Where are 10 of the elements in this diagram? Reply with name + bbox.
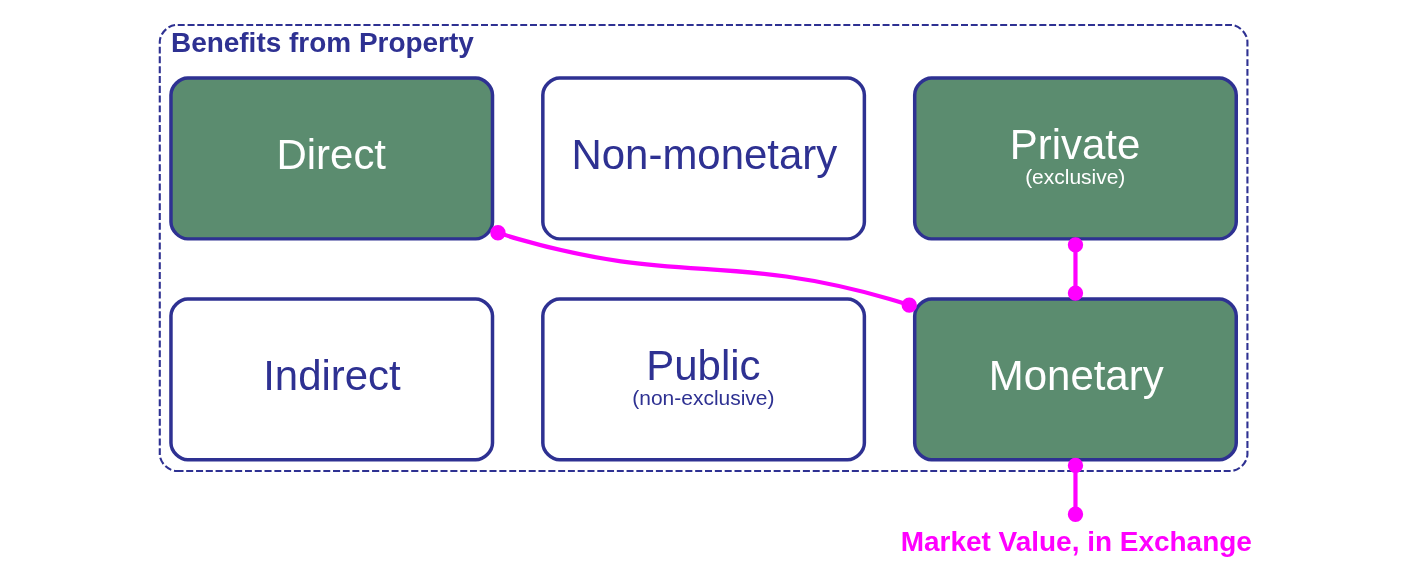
connector — [1067, 457, 1084, 522]
connector — [1067, 237, 1084, 301]
node-box: Non-monetary — [541, 76, 867, 241]
node-box: Public (non-exclusive) — [541, 297, 867, 462]
node-box: Private (exclusive) — [912, 76, 1238, 241]
node-box: Monetary — [912, 297, 1238, 462]
node-text: Market Value, in Exchange — [900, 525, 1252, 557]
node-box: Indirect — [169, 297, 495, 462]
connector — [490, 225, 917, 313]
node-box: Direct — [169, 76, 495, 241]
